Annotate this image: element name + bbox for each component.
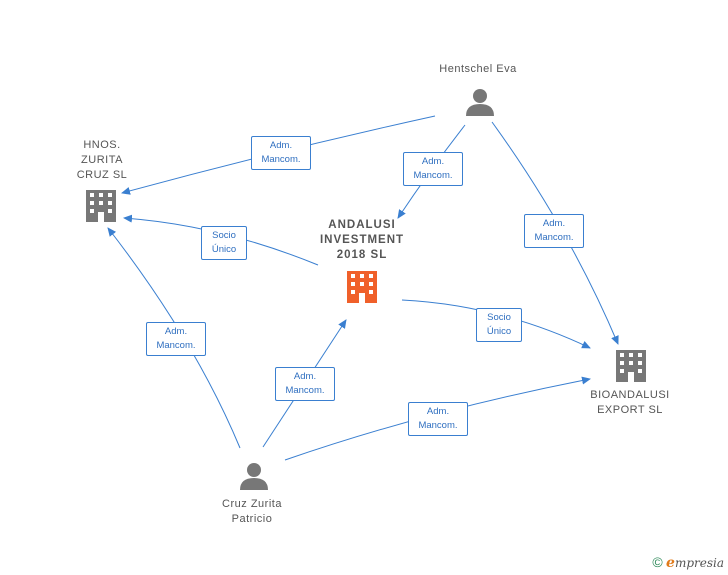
edge-label-cruz-hnos[interactable]: Adm. Mancom. <box>146 322 206 356</box>
copyright-icon: © <box>652 554 663 570</box>
edge-label-andalusi-hnos[interactable]: Socio Único <box>201 226 247 260</box>
edge-label-hentschel-hnos[interactable]: Adm. Mancom. <box>251 136 311 170</box>
brand-logo: empresia <box>666 555 724 571</box>
edge-label-andalusi-bioandalusi[interactable]: Socio Único <box>476 308 522 342</box>
main-building-icon[interactable] <box>347 271 377 303</box>
person-icon[interactable] <box>240 463 268 490</box>
node-label-cruz[interactable]: Cruz Zurita Patricio <box>222 498 282 525</box>
person-icon[interactable] <box>466 89 494 116</box>
edge-label-cruz-bioandalusi[interactable]: Adm. Mancom. <box>408 402 468 436</box>
edge-label-hentschel-andalusi[interactable]: Adm. Mancom. <box>403 152 463 186</box>
edge-label-cruz-andalusi[interactable]: Adm. Mancom. <box>275 367 335 401</box>
edge-label-hentschel-bioandalusi[interactable]: Adm. Mancom. <box>524 214 584 248</box>
node-label-hentschel[interactable]: Hentschel Eva <box>439 63 517 75</box>
node-label-hnos[interactable]: HNOS. ZURITA CRUZ SL <box>76 139 128 181</box>
footer-brand: © empresia <box>652 554 724 571</box>
building-icon[interactable] <box>616 350 646 382</box>
node-label-bioandalusi[interactable]: BIOANDALUSI EXPORT SL <box>590 389 670 416</box>
node-label-andalusi[interactable]: ANDALUSI INVESTMENT 2018 SL <box>319 219 405 261</box>
building-icon[interactable] <box>86 190 116 222</box>
